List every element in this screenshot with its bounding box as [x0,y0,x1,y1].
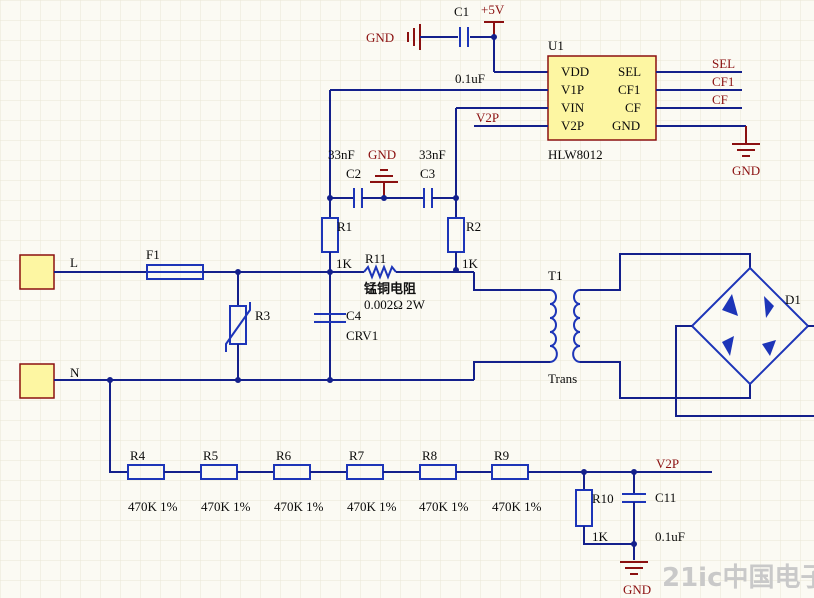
d1-bridge-rectifier [690,266,810,386]
watermark-logo: 21ic中国电子网 [662,563,814,593]
c3-label: C3 [420,166,435,181]
pin-cf-label: CF [625,100,641,115]
gnd-bottom-label: GND [623,582,651,597]
pin-sel-label: SEL [618,64,641,79]
gnd-mid-label: GND [368,147,396,162]
junction-c3 [453,195,459,201]
u1-label: U1 [548,38,564,53]
r4-label: R4 [130,448,146,463]
wire-divider-start [109,380,128,473]
c4-label: C4 [346,308,362,323]
c1-value-label: 0.1uF [455,71,485,86]
wire-t1-sec-top [580,253,751,291]
pin-v2p-label: V2P [561,118,584,133]
r6-value-label: 470K 1% [274,499,324,514]
r10-value-label: 1K [592,529,609,544]
wire-r10-bottom [583,526,634,545]
pin-cf1-label: CF1 [618,82,640,97]
d1-diode-bottom-right [762,340,776,356]
junction-gnd-bottom [631,541,637,547]
wire-to-t1-top [473,272,550,291]
shunt-chinese-label: 锰铜电阻 [364,281,416,297]
r8-label: R8 [422,448,437,463]
c11-value-label: 0.1uF [655,529,685,544]
d1-diode-top-left [722,294,738,316]
pin-gnd-label: GND [612,118,640,133]
d1-label: D1 [785,292,801,307]
net-v2p-bottom-label: V2P [656,456,679,471]
r9-label: R9 [494,448,509,463]
terminal-n [19,363,55,399]
r10-label: R10 [592,491,614,506]
gnd-bottom-symbol [620,561,648,575]
junction-gnd-mid [381,195,387,201]
r8-value-label: 470K 1% [419,499,469,514]
d1-diode-bottom-left [722,336,734,356]
r5-label: R5 [203,448,218,463]
wire-to-t1-bottom [473,361,550,380]
r3-label: R3 [255,308,270,323]
t1-label: T1 [548,268,562,283]
r3-varistor-slash [225,302,251,352]
net-sel-label: SEL [712,56,735,71]
gnd-top-label: GND [366,30,394,45]
net-cf-label: CF [712,92,728,107]
shunt-value-label: 0.002Ω 2W [364,297,426,312]
r11-label: R11 [365,251,386,266]
r4-value-label: 470K 1% [128,499,178,514]
r9-value-label: 470K 1% [492,499,542,514]
t1-primary-coil [549,289,558,363]
junction-c4-bottom [327,377,333,383]
junction-r2-bottom [453,267,459,273]
gnd-top-symbol [407,24,458,50]
wire-t1-sec-bottom [580,361,751,399]
f1-label: F1 [146,247,160,262]
r1-value-label: 1K [336,256,353,271]
c1-label: C1 [454,4,469,19]
crv1-label: CRV1 [346,328,378,343]
r2-label: R2 [466,219,481,234]
junction-r3-bottom [235,377,241,383]
c2-label: C2 [346,166,361,181]
trans-label: Trans [548,371,577,386]
terminal-l-label: L [70,255,78,270]
r2-value-label: 1K [462,256,479,271]
terminal-l [19,254,55,290]
c4-capacitor [314,313,346,323]
c3-value-label: 33nF [419,147,446,162]
r1-label: R1 [337,219,352,234]
junction-r1-bottom [327,269,333,275]
r5-value-label: 470K 1% [201,499,251,514]
terminal-n-label: N [70,365,80,380]
pin-vin-label: VIN [561,100,585,115]
gnd-right-label: GND [732,163,760,178]
u1-chip-body [547,55,657,141]
d1-diode-top-right [764,296,774,318]
chip-name-label: HLW8012 [548,147,603,162]
r7-label: R7 [349,448,365,463]
pin-vdd-label: VDD [561,64,589,79]
r11-shunt-resistor [363,264,397,280]
c2-value-label: 33nF [328,147,355,162]
gnd-right-symbol [732,126,760,157]
net-v2p-label: V2P [476,110,499,125]
pin-v1p-label: V1P [561,82,584,97]
r6-label: R6 [276,448,292,463]
junction-c2 [327,195,333,201]
c11-label: C11 [655,490,676,505]
vcc-5v-label: +5V [481,2,505,17]
net-cf1-label: CF1 [712,74,734,89]
r7-value-label: 470K 1% [347,499,397,514]
t1-secondary-coil [572,289,581,363]
c1-capacitor [459,27,494,47]
wire-d1-out [675,325,814,417]
